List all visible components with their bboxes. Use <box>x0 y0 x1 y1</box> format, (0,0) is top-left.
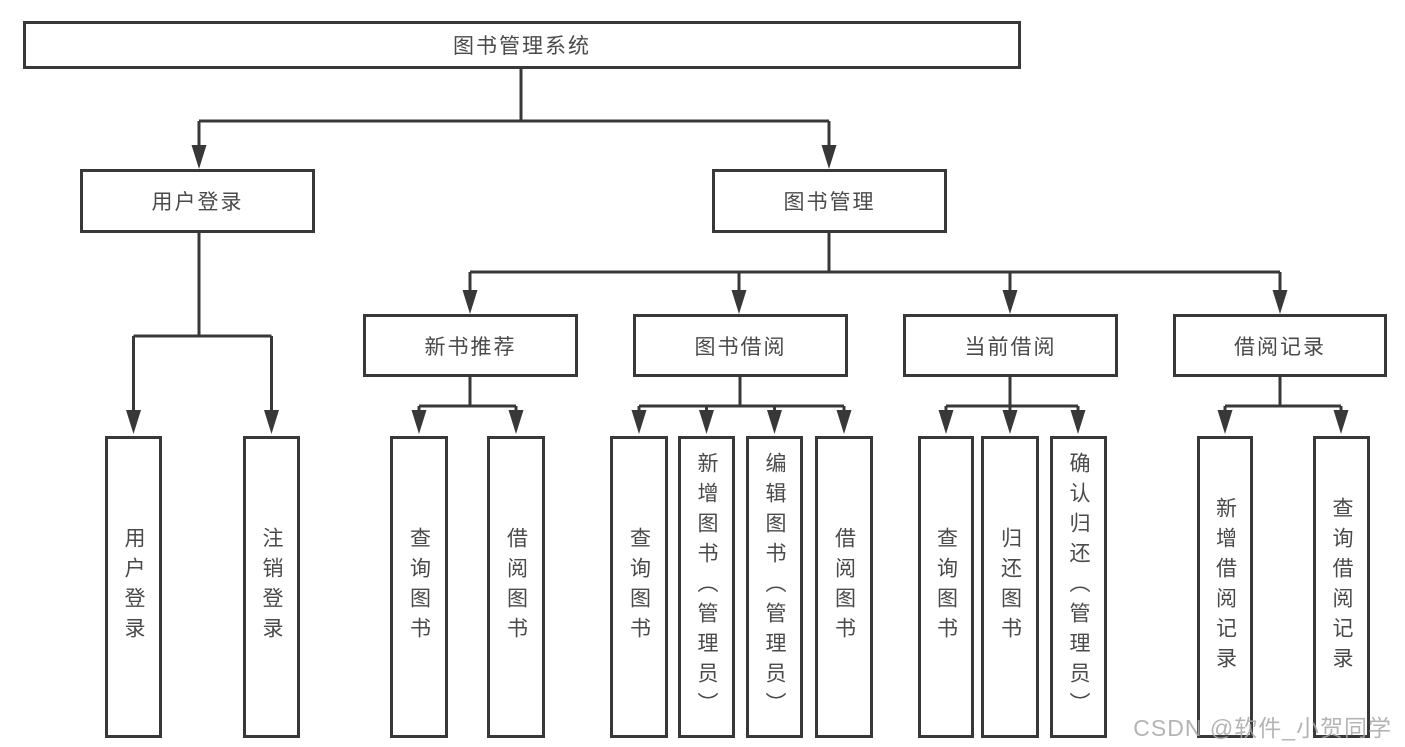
node-borrow-records: 借阅记录 <box>1173 314 1387 377</box>
connector-current-borrow-to-leaves <box>938 377 1086 434</box>
leaf-current-query-books: 查询图书 <box>918 436 974 738</box>
node-new-book-recommend: 新书推荐 <box>363 314 578 377</box>
connector-book-borrow-to-leaves <box>631 377 852 434</box>
connector-root-to-level2 <box>191 69 837 169</box>
leaf-borrow-edit-books-admin: 编辑图书（管理员） <box>746 436 803 738</box>
leaf-records-query-record: 查询借阅记录 <box>1313 436 1370 738</box>
csdn-watermark: CSDN @软件_小贺同学 <box>1133 715 1392 741</box>
connector-book-mgmt-to-level3 <box>462 233 1288 314</box>
node-book-management: 图书管理 <box>712 169 947 233</box>
leaf-newbook-borrow-books: 借阅图书 <box>487 436 545 738</box>
leaf-newbook-query-books: 查询图书 <box>390 436 448 738</box>
leaf-borrow-query-books: 查询图书 <box>610 436 668 738</box>
connector-user-login-to-leaves <box>126 233 279 434</box>
leaf-current-return-books: 归还图书 <box>981 436 1039 738</box>
node-root-system: 图书管理系统 <box>23 21 1021 69</box>
connector-new-book-to-leaves <box>411 377 524 434</box>
connector-borrow-records-to-leaves <box>1217 377 1349 434</box>
node-user-login: 用户登录 <box>80 169 315 233</box>
leaf-records-add-record: 新增借阅记录 <box>1197 436 1253 738</box>
leaf-user-login: 用户登录 <box>105 436 162 738</box>
node-current-borrow: 当前借阅 <box>903 314 1118 377</box>
leaf-current-confirm-return-admin: 确认归还（管理员） <box>1050 436 1107 738</box>
leaf-borrow-add-books-admin: 新增图书（管理员） <box>678 436 735 738</box>
leaf-borrow-borrow-books: 借阅图书 <box>815 436 873 738</box>
node-book-borrow: 图书借阅 <box>633 314 848 377</box>
leaf-logout: 注销登录 <box>243 436 300 738</box>
